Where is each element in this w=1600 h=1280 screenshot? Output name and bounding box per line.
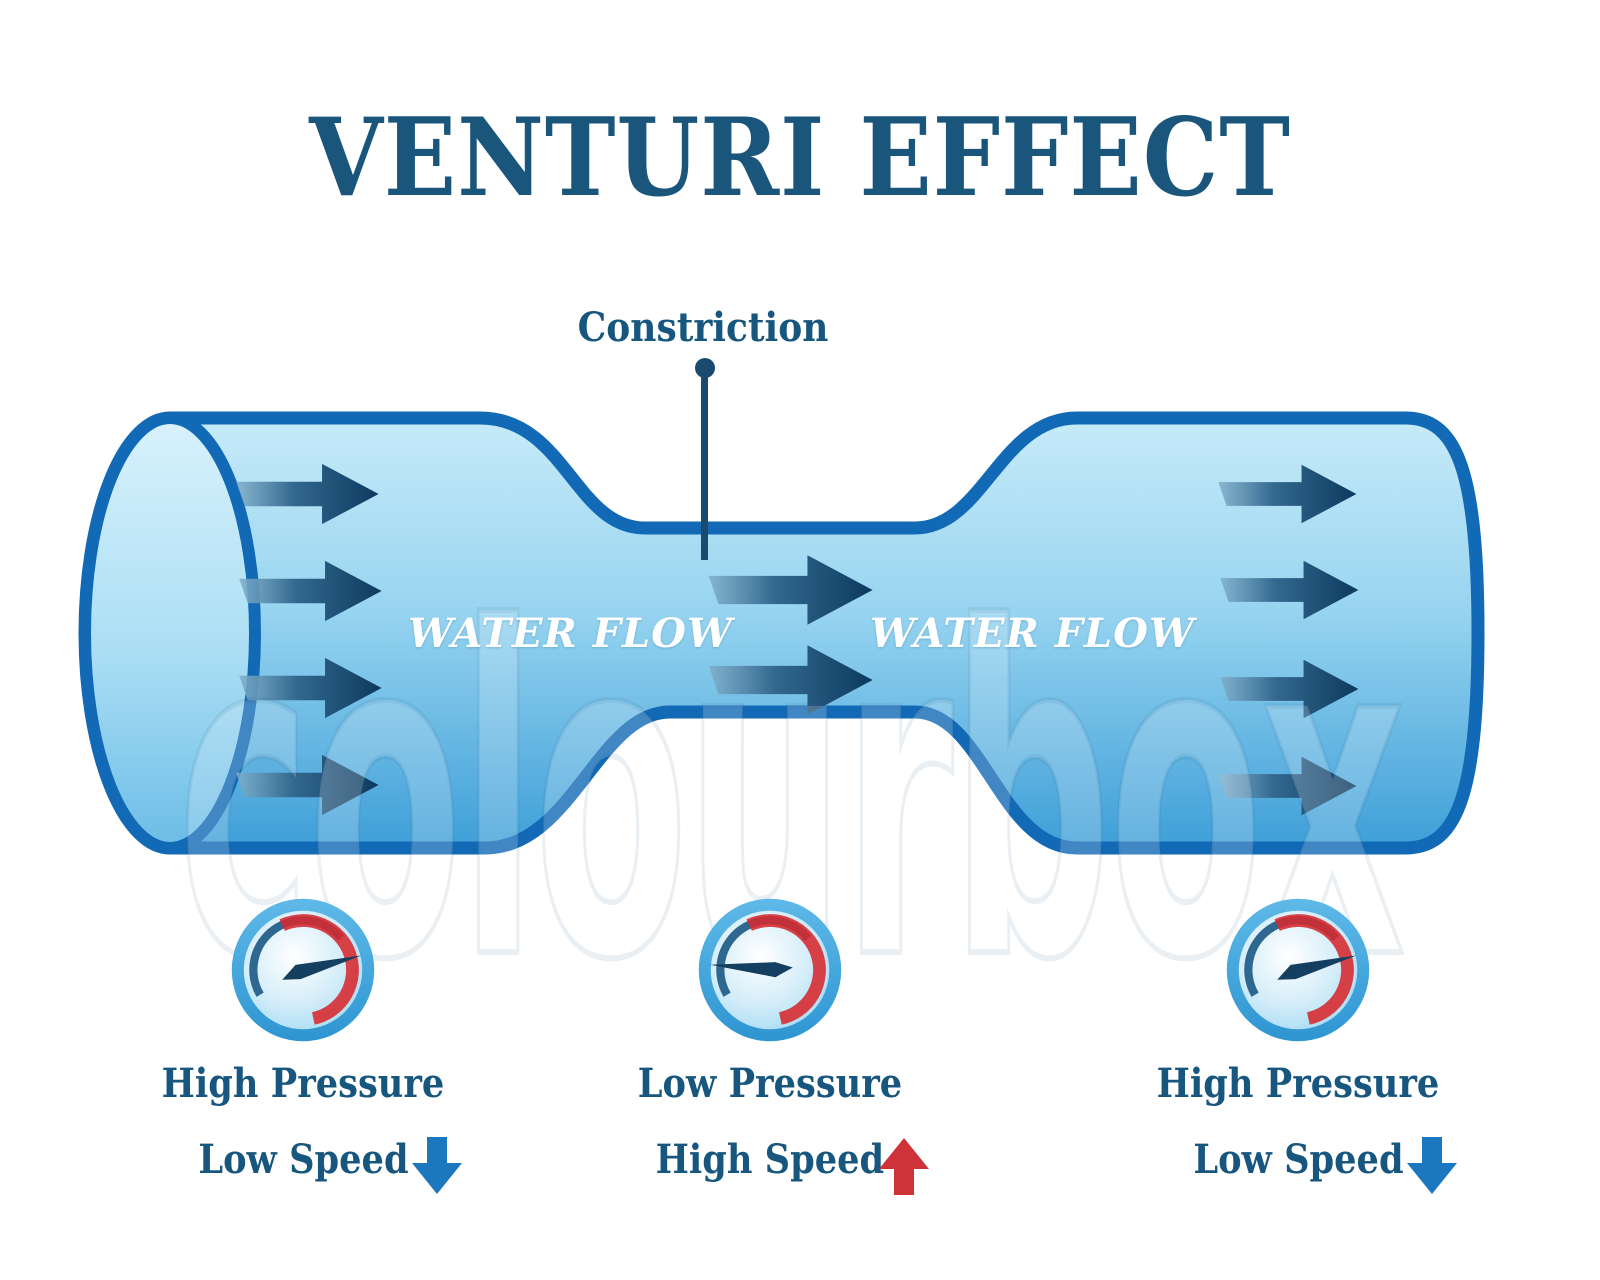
pressure-gauge-icon bbox=[231, 898, 375, 1042]
water-flow-label-right: WATER FLOW bbox=[870, 610, 1195, 657]
gauge-needle-icon bbox=[282, 955, 362, 980]
water-flow-label-left: WATER FLOW bbox=[408, 610, 733, 657]
outlet-gauge-group: High Pressure Low Speed bbox=[1118, 895, 1478, 1197]
speed-label: Low Speed bbox=[197, 1136, 409, 1183]
constriction-label: Constriction bbox=[577, 304, 829, 351]
speed-up-arrow-icon bbox=[879, 1138, 929, 1195]
constriction-callout-dot bbox=[695, 358, 715, 378]
gauge-needle-icon bbox=[710, 962, 793, 978]
gauge-high-arc bbox=[746, 914, 826, 1025]
gauge-high-arc bbox=[1274, 914, 1354, 1025]
inlet-gauge-group: High Pressure Low Speed bbox=[123, 895, 483, 1197]
constriction-gauge-group: Low Pressure High Speed bbox=[590, 895, 950, 1197]
venturi-pipe-illustration bbox=[78, 411, 1485, 855]
pipe-inlet-opening bbox=[79, 412, 261, 854]
speed-row: Low Speed bbox=[1118, 1137, 1478, 1197]
pressure-label: Low Pressure bbox=[637, 1060, 903, 1107]
page-title: VENTURI EFFECT bbox=[309, 95, 1291, 221]
speed-label: Low Speed bbox=[1192, 1136, 1404, 1183]
pressure-label: High Pressure bbox=[161, 1060, 445, 1107]
pressure-gauge-icon bbox=[1226, 898, 1370, 1042]
pressure-label: High Pressure bbox=[1156, 1060, 1440, 1107]
gauge-high-arc bbox=[279, 914, 359, 1025]
constriction-callout-line bbox=[701, 374, 708, 560]
gauge-needle-icon bbox=[1277, 955, 1357, 980]
speed-row: High Speed bbox=[590, 1137, 950, 1197]
speed-down-arrow-icon bbox=[412, 1137, 462, 1194]
speed-down-arrow-icon bbox=[1407, 1137, 1457, 1194]
speed-row: Low Speed bbox=[123, 1137, 483, 1197]
pressure-gauge-icon bbox=[698, 898, 842, 1042]
speed-label: High Speed bbox=[655, 1136, 885, 1183]
